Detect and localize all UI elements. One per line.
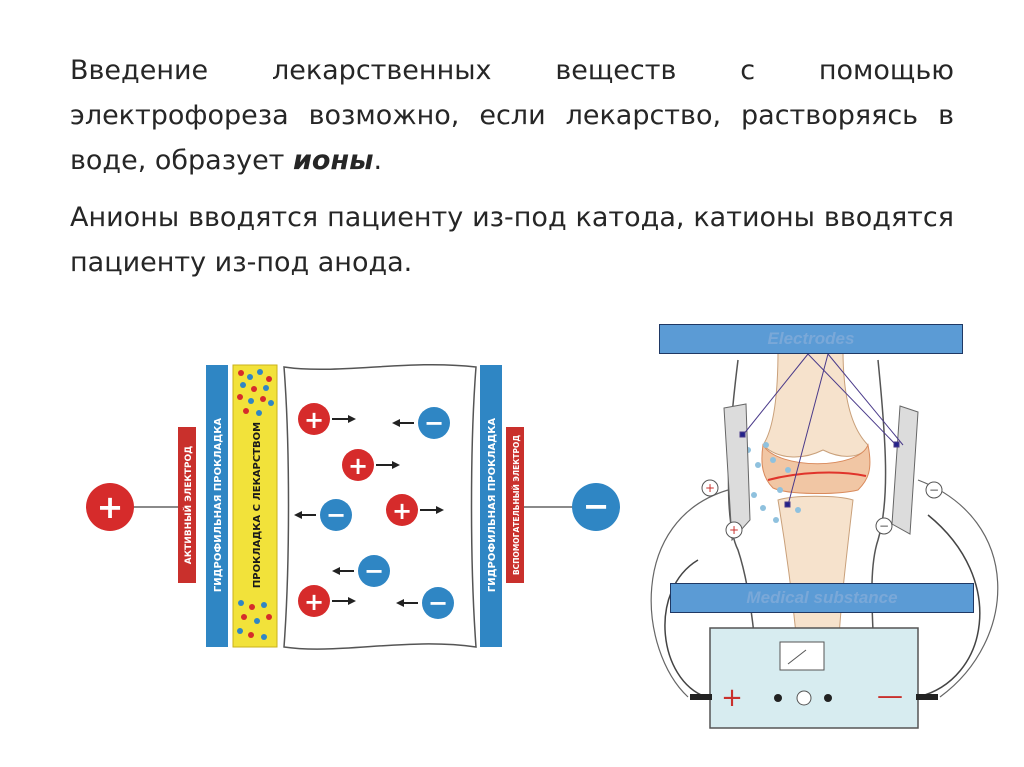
- negative-cable: [917, 514, 981, 698]
- svg-text:+: +: [729, 523, 739, 537]
- svg-text:−: −: [364, 557, 384, 585]
- svg-text:−: −: [929, 483, 939, 497]
- cathode-terminal: −: [572, 483, 620, 531]
- slide-text: Введение лекарственных веществ с помощью…: [70, 48, 954, 285]
- cation: +: [298, 403, 356, 435]
- auxiliary-electrode: [506, 427, 524, 583]
- electrophoresis-scheme: + − АКТИВНЫЙ ЭЛЕКТРОД ГИДРОФИЛЬНАЯ ПРОКЛ…: [86, 363, 620, 650]
- medical-substance-label: Medical substance: [670, 583, 974, 613]
- positive-electrode-plate: + +: [701, 403, 751, 542]
- negative-socket: [824, 694, 832, 702]
- drug-pad: [232, 364, 278, 648]
- device-plus-terminal: +: [721, 683, 743, 713]
- paragraph1-text: Введение лекарственных веществ с помощью…: [70, 55, 954, 176]
- positive-socket: [774, 694, 782, 702]
- outer-cable-right: [917, 479, 999, 698]
- device-meter: [779, 641, 825, 671]
- electrodes-pointer-lines: [739, 353, 904, 508]
- positive-cable: [664, 559, 707, 698]
- cation: +: [386, 494, 444, 526]
- drug-particles-top: [237, 369, 274, 416]
- anion: −: [392, 407, 450, 439]
- drug-pad-label: ПРОКЛАДКА С ЛЕКАРСТВОМ: [252, 422, 263, 588]
- cation: +: [298, 585, 356, 617]
- active-electrode: [178, 427, 196, 583]
- anion: −: [396, 587, 454, 619]
- svg-text:+: +: [304, 406, 324, 434]
- outer-cable-left: [650, 489, 729, 698]
- negative-electrode-plate: − −: [875, 405, 943, 535]
- hydrophilic-pad-right: [480, 365, 502, 647]
- electrodes-label: Electrodes: [659, 324, 963, 354]
- svg-text:+: +: [392, 497, 412, 525]
- svg-text:+: +: [97, 488, 124, 526]
- active-electrode-label: АКТИВНЫЙ ЭЛЕКТРОД: [182, 446, 194, 564]
- svg-text:+: +: [304, 588, 324, 616]
- svg-text:−: −: [428, 589, 448, 617]
- electrophoresis-device: + —: [690, 627, 938, 729]
- paragraph1-end: .: [373, 145, 383, 176]
- hydrophilic-pad-left: [206, 365, 228, 647]
- device-minus-terminal: —: [877, 681, 903, 711]
- hydrophilic-pad-left-label: ГИДРОФИЛЬНАЯ ПРОКЛАДКА: [213, 418, 224, 592]
- paragraph-anions-cations: Анионы вводятся пациенту из-под катода, …: [70, 202, 954, 278]
- svg-text:−: −: [424, 409, 444, 437]
- ions-emphasis: ионы: [293, 145, 374, 176]
- device-knob: [796, 690, 812, 706]
- hydrophilic-pad-right-label: ГИДРОФИЛЬНАЯ ПРОКЛАДКА: [487, 418, 498, 592]
- cation: +: [342, 449, 400, 481]
- anode-terminal: +: [86, 483, 134, 531]
- anion: −: [332, 555, 390, 587]
- svg-text:−: −: [583, 487, 610, 525]
- paragraph-electrophoresis: Введение лекарственных веществ с помощью…: [70, 48, 954, 183]
- auxiliary-electrode-label: ВСПОМОГАТЕЛЬНЫЙ ЭЛЕКТРОД: [512, 435, 521, 575]
- svg-text:−: −: [326, 501, 346, 529]
- drug-particles-bottom: [237, 600, 272, 640]
- svg-text:+: +: [705, 481, 715, 495]
- svg-text:+: +: [348, 452, 368, 480]
- svg-text:−: −: [879, 519, 889, 533]
- knee-electrophoresis-illustration: + + − − + —: [650, 349, 999, 729]
- anion: −: [294, 499, 352, 531]
